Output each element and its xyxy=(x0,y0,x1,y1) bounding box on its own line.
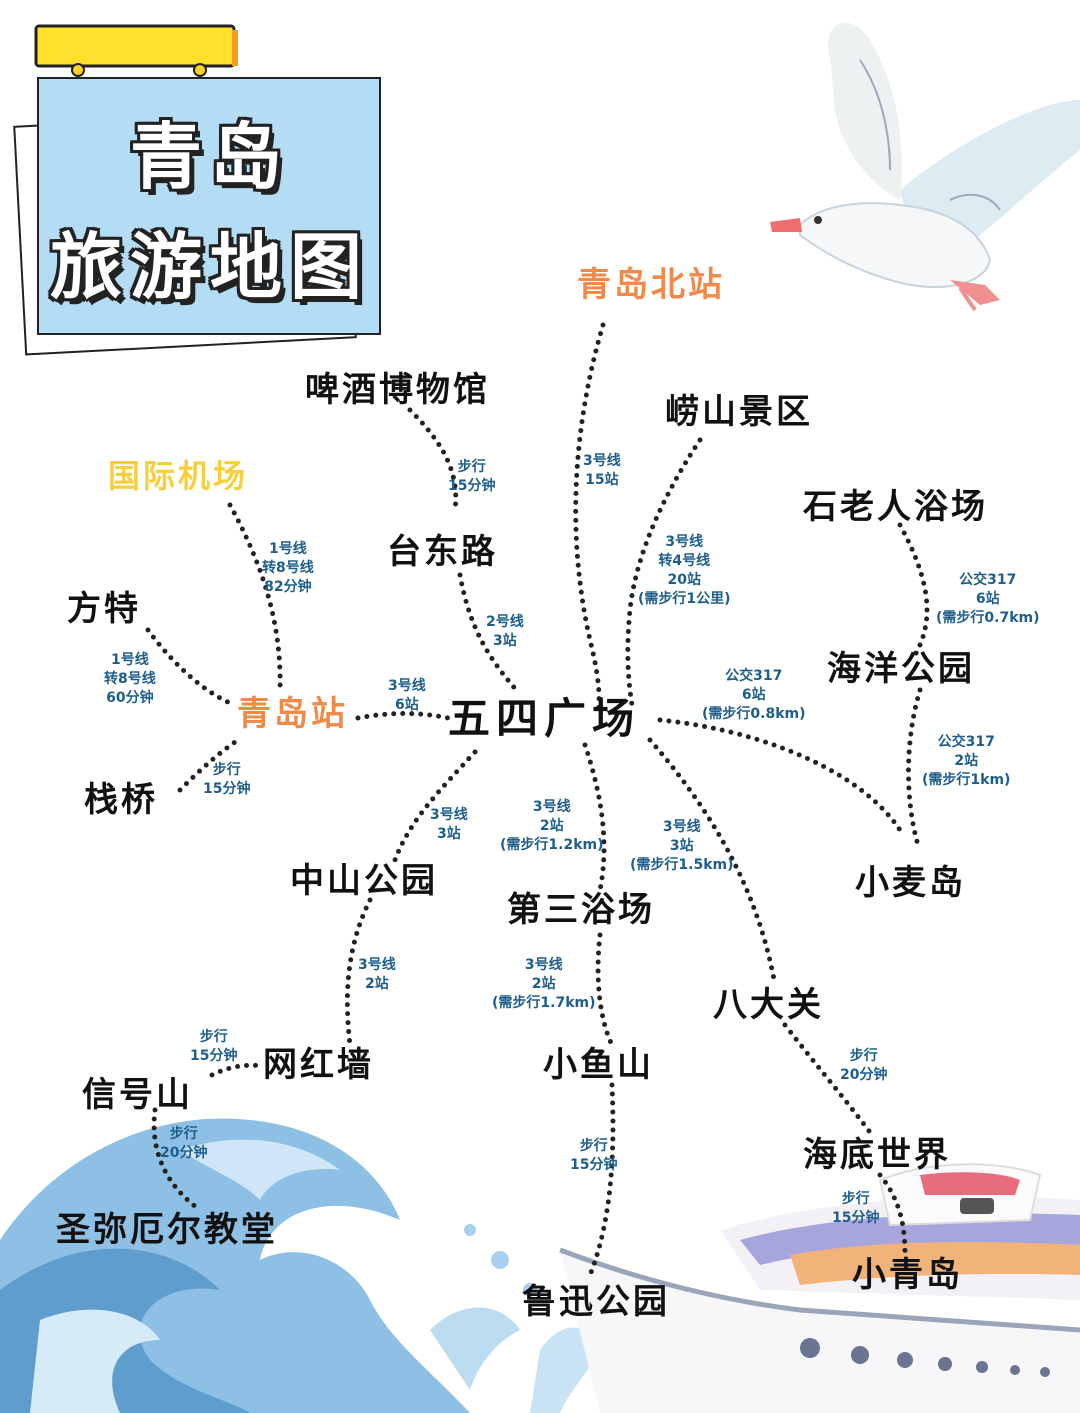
route-lines xyxy=(145,322,930,1278)
route-path-haidi xyxy=(782,1022,875,1138)
place-laoshan: 崂山景区 xyxy=(665,392,813,432)
place-xiaomai: 小麦岛 xyxy=(855,863,966,903)
route-path-xiaoyu xyxy=(595,932,615,1048)
map-title-line2: 旅游地图 xyxy=(49,225,370,309)
route-path-fangte xyxy=(145,627,235,707)
route-path-disan xyxy=(582,742,607,893)
route-path-laoshan xyxy=(625,437,703,708)
ship-decoration xyxy=(559,1163,1080,1413)
route-path-zhongshan xyxy=(392,749,478,863)
wave-decoration xyxy=(0,1118,600,1413)
place-qingdaozhan: 青岛站 xyxy=(237,694,348,734)
place-xiaoyu: 小鱼山 xyxy=(543,1045,654,1085)
place-fangte: 方特 xyxy=(67,589,141,629)
place-badaguan: 八大关 xyxy=(713,985,824,1025)
route-path-taidong xyxy=(457,572,521,695)
place-beizhan: 青岛北站 xyxy=(577,265,725,305)
route-path-luxun xyxy=(587,1082,616,1278)
route-path-qdz xyxy=(355,711,451,721)
place-haiyang: 海洋公园 xyxy=(827,649,975,689)
place-disan: 第三浴场 xyxy=(507,890,655,930)
route-path-jichang xyxy=(227,502,283,693)
title-sign xyxy=(13,24,381,356)
route-path-xiaoqing xyxy=(877,1172,908,1258)
seagull-decoration xyxy=(770,22,1080,312)
route-path-xinhao xyxy=(209,1062,265,1078)
route-path-xiaomai xyxy=(657,717,903,833)
route-path-xiaomai-v xyxy=(906,687,923,848)
place-jichang: 国际机场 xyxy=(108,457,249,495)
place-xiaoqing: 小青岛 xyxy=(852,1255,963,1295)
place-xinhao: 信号山 xyxy=(82,1075,193,1115)
map-title-line1: 青岛 xyxy=(129,115,290,199)
route-path-shilaoren xyxy=(897,522,930,658)
place-zhanqiao: 栈桥 xyxy=(84,780,158,820)
place-shengmi: 圣弥厄尔教堂 xyxy=(56,1210,278,1250)
route-path-zhanqiao xyxy=(177,737,241,793)
place-wanghong: 网红墙 xyxy=(263,1045,374,1085)
place-zhongshan: 中山公园 xyxy=(290,861,438,901)
route-path-wanghong xyxy=(344,897,373,1048)
place-taidong: 台东路 xyxy=(387,532,498,572)
place-shilaoren: 石老人浴场 xyxy=(803,487,988,527)
place-pijiu: 啤酒博物馆 xyxy=(305,370,490,410)
place-haidi: 海底世界 xyxy=(803,1135,951,1175)
route-path-beizhan xyxy=(573,322,606,715)
place-luxun: 鲁迅公园 xyxy=(522,1282,670,1322)
place-wusi: 五四广场 xyxy=(448,694,641,743)
